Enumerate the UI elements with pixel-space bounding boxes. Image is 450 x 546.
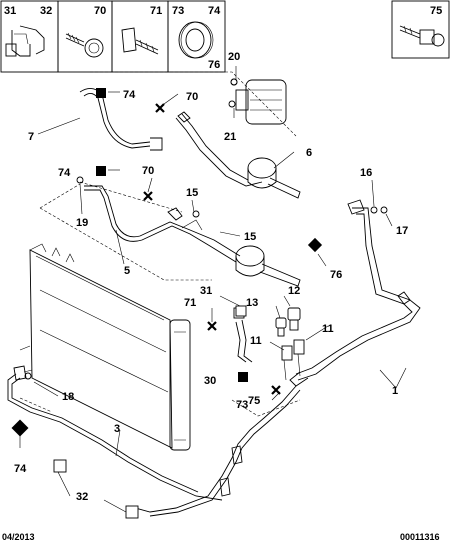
header-box-screw-75: 75: [391, 0, 450, 59]
marker-73: [238, 372, 248, 382]
callout-5: 5: [124, 265, 130, 277]
pipe-5: [84, 185, 241, 263]
marker-31: [235, 305, 247, 317]
callout-6: 6: [306, 147, 312, 159]
header-box-screw-70: 70: [57, 0, 113, 73]
marker-x-70-upper: [155, 103, 165, 113]
callout-1: 1: [392, 385, 398, 397]
callout-18: 18: [62, 391, 74, 403]
callout-19: 19: [76, 217, 88, 229]
footer-date: 04/2013: [2, 532, 35, 542]
header-ref-75: 75: [430, 5, 442, 17]
marker-x-70-mid: [143, 191, 153, 201]
callout-11b: 11: [250, 335, 262, 347]
dehydrator-canister-6: [247, 157, 301, 199]
markers: [11, 78, 388, 519]
header-ref-70: 70: [94, 5, 106, 17]
callout-30: 30: [204, 375, 216, 387]
callout-11a: 11: [322, 323, 334, 335]
marker-74-mid: [96, 166, 106, 176]
callout-74c: 74: [14, 463, 27, 475]
callout-76: 76: [330, 269, 342, 281]
header-ref-71: 71: [150, 5, 162, 17]
callout-16: 16: [360, 167, 372, 179]
marker-74-lower: [11, 419, 29, 437]
callout-17: 17: [396, 225, 408, 237]
header-ref-76: 76: [208, 59, 220, 71]
callout-21: 21: [224, 131, 236, 143]
callout-labels: 20 74 70 7 21 6 74 70 15 19 15 5 16 17 7…: [14, 51, 408, 503]
callout-7: 7: [28, 131, 34, 143]
callout-13: 13: [246, 297, 258, 309]
filter-canister: [235, 245, 301, 287]
header-ref-74: 74: [208, 5, 221, 17]
marker-32-left: [53, 459, 67, 473]
marker-x-75: [271, 385, 281, 395]
callout-74a: 74: [123, 89, 136, 101]
callout-75: 75: [248, 395, 260, 407]
footer-reference: 00011316: [400, 532, 440, 542]
marker-74-upper: [96, 88, 106, 98]
callout-15a: 15: [186, 187, 198, 199]
callout-15b: 15: [244, 231, 256, 243]
callout-74b: 74: [58, 167, 71, 179]
header-ref-73: 73: [172, 5, 184, 17]
callout-70b: 70: [142, 165, 154, 177]
marker-32-right: [125, 505, 139, 519]
leader-lines: [19, 66, 407, 513]
callout-3: 3: [114, 423, 120, 435]
hose-7: [79, 88, 263, 187]
valves-11-12-13: [275, 307, 305, 381]
header-box-bolt-71: 71: [111, 0, 169, 73]
callout-32: 32: [76, 491, 88, 503]
header-ref-31: 31: [4, 5, 16, 17]
condenser: [19, 243, 191, 451]
marker-76: [307, 237, 323, 253]
guide-lines: [19, 71, 301, 417]
callout-71: 71: [184, 297, 196, 309]
compressor: [228, 78, 287, 125]
callout-73: 73: [236, 399, 248, 411]
pipe-1: [127, 199, 421, 517]
header-box-grommet-73-74-76: 73 74 76: [167, 0, 226, 73]
callout-20: 20: [228, 51, 240, 63]
header-ref-32: 32: [40, 5, 52, 17]
callout-12: 12: [288, 285, 300, 297]
header-box-clip-31-32: 31 32: [0, 0, 59, 73]
callout-70a: 70: [186, 91, 198, 103]
callout-31: 31: [200, 285, 212, 297]
marker-x-71: [207, 321, 217, 331]
